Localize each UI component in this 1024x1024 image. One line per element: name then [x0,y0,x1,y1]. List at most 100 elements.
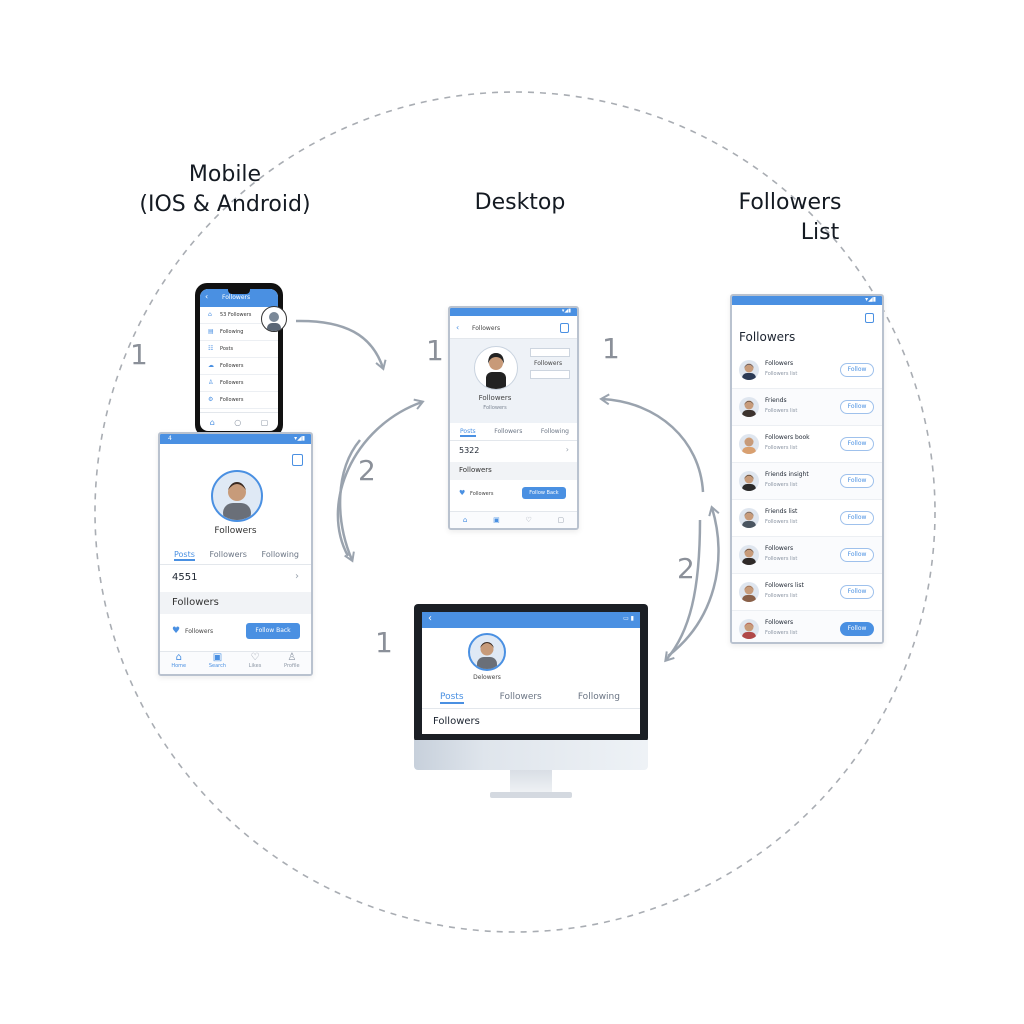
divider [450,338,577,339]
follow-back-button[interactable]: Follow Back [522,487,566,499]
chevron-right-icon[interactable]: › [565,445,569,454]
phone-menu-item[interactable]: ☷ Posts [200,341,278,358]
menu-icon: ☷ [208,345,214,352]
menu-icon: ⌂ [208,311,212,318]
window-controls-icon: ▭ ▮ [623,615,634,622]
person-icon [742,400,756,417]
profile-name: Delowers [473,674,501,681]
monitor-frame: ‹ ▭ ▮ Delowers Posts Followers Following… [414,604,648,742]
menu-label: Followers [220,397,244,403]
follower-sub: Followers list [765,519,798,525]
back-arrow-icon[interactable]: ‹ [456,323,460,332]
phone-menu-item[interactable]: ♙Followers [200,375,278,392]
follow-button[interactable]: Follow [840,548,874,562]
follow-button[interactable]: Follow [840,511,874,525]
followers-section: Followers [450,462,577,480]
share-icon[interactable] [292,454,303,466]
home-icon[interactable]: ⌂ [462,516,468,524]
status-bar: ▾◢▮ [450,308,577,316]
phone-notch [228,289,250,294]
tab-following[interactable]: Following [261,550,299,559]
heading-mobile: Mobile (IOS & Android) [139,162,311,217]
tab-followers[interactable]: Followers [499,692,542,702]
menu-icon: ▤ [208,328,214,335]
bag-icon[interactable]: ▢ [557,516,565,524]
status-bar: 4 ▾◢▮ [160,434,311,444]
square-icon[interactable]: ▣ [493,516,500,524]
heart-outline-icon[interactable]: ♡ [525,516,532,524]
phone-menu-item[interactable]: ⌂53 Followers [200,307,278,324]
arrow-phone-to-tablet [295,319,387,371]
menu-label: Posts [220,346,234,352]
search-icon[interactable]: ○ [234,417,242,427]
tab-following[interactable]: Following [540,428,569,435]
person-icon [742,511,756,528]
bag-icon[interactable]: ▢ [260,417,269,427]
tab-posts[interactable]: Posts [440,692,464,704]
back-arrow-icon[interactable]: ‹ [428,613,432,624]
heart-icon[interactable]: ♥ [459,489,466,497]
phone-menu-item[interactable]: ⚙Followers [200,392,278,409]
tab-followers[interactable]: Followers [209,550,247,559]
phone-menu-item[interactable]: ▤Following [200,324,278,341]
heart-icon[interactable]: ♥ [172,626,181,636]
chevron-right-icon[interactable]: › [295,571,299,582]
follow-button[interactable]: Follow [840,622,874,636]
nav-home[interactable]: ⌂Home [171,652,187,669]
follow-button[interactable]: Follow [840,400,874,414]
step-number: 1 [602,332,620,365]
info-field [530,370,570,379]
followers-section: Followers [160,592,311,614]
tab-posts[interactable]: Posts [174,550,195,561]
post-count: 5322 [459,446,480,455]
nav-likes[interactable]: ♡Likes [248,652,262,669]
tab-posts[interactable]: Posts [460,428,476,437]
follower-avatar [739,619,759,639]
phone-menu-item[interactable]: ☁Followers [200,358,278,375]
share-icon[interactable] [560,323,569,333]
share-icon[interactable] [865,313,874,323]
nav-profile[interactable]: ♙Profile [284,652,300,669]
step-number: 1 [426,334,444,367]
follower-sub: Followers list [765,482,798,488]
home-icon[interactable]: ⌂ [209,417,215,427]
step-number: 1 [130,338,148,371]
follower-name: Followers [765,619,794,626]
follow-button[interactable]: Follow [840,474,874,488]
monitor-base [490,792,572,798]
person-icon [486,353,506,389]
profile-tabs: Posts Followers Following [174,550,299,561]
tab-followers[interactable]: Followers [494,428,523,435]
follower-avatar [739,471,759,491]
person-icon [223,482,251,520]
phone-small-menu: ⌂53 Followers▤Following☷Posts☁Followers♙… [200,307,278,409]
signal-icon: ▾◢▮ [561,308,571,314]
follower-avatar [739,397,759,417]
follow-button[interactable]: Follow [840,437,874,451]
divider [450,440,577,441]
nav-search[interactable]: ▣Search [208,652,227,669]
follow-button[interactable]: Follow [840,363,874,377]
follow-button[interactable]: Follow [840,585,874,599]
tablet-title: Followers [472,325,501,332]
tab-following[interactable]: Following [577,692,620,702]
person-icon [267,312,281,331]
follower-avatar [739,508,759,528]
arrow-list-to-monitor [664,519,702,663]
follow-back-button[interactable]: Follow Back [246,623,300,639]
menu-icon: ☁ [208,362,214,369]
step-number: 2 [358,454,376,487]
back-arrow-icon[interactable]: ‹ [205,292,209,301]
mobile-navbar: ⌂Home ▣Search ♡Likes ♙Profile [160,651,311,674]
side-label: Followers [534,360,563,367]
follower-sub: Followers list [765,371,798,377]
step-number: 2 [677,552,695,585]
